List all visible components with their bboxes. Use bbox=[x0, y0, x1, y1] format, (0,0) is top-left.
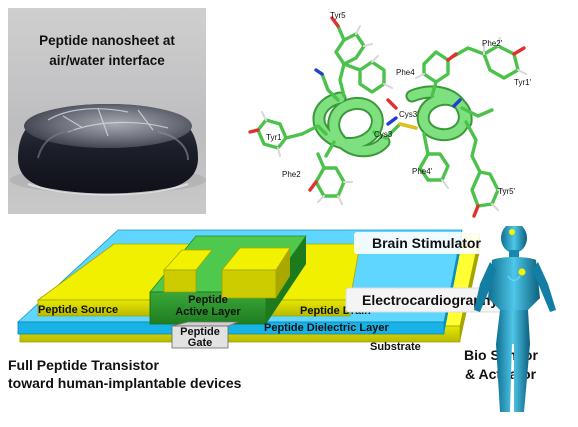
nanosheet-caption-line1: Peptide nanosheet at bbox=[39, 33, 175, 48]
human-figure bbox=[474, 223, 556, 412]
label-active-line2: Active Layer bbox=[175, 306, 241, 318]
label-electrocardiography: Electrocardiography bbox=[362, 292, 498, 308]
label-phe2-prime: Phe2' bbox=[482, 39, 503, 48]
label-tyr5-prime: Tyr5' bbox=[498, 187, 516, 196]
label-substrate: Substrate bbox=[370, 341, 421, 353]
label-dielectric-layer: Peptide Dielectric Layer bbox=[264, 322, 389, 334]
label-gate-line2: Gate bbox=[188, 337, 212, 349]
label-tyr5: Tyr5 bbox=[330, 11, 346, 20]
gate-box bbox=[171, 325, 229, 349]
label-active-line1: Peptide bbox=[188, 294, 228, 306]
label-peptide-source: Peptide Source bbox=[38, 304, 118, 316]
label-brain-stimulator: Brain Stimulator bbox=[372, 235, 481, 251]
label-gate-line1: Peptide bbox=[180, 326, 220, 338]
label-tyr1-prime: Tyr1' bbox=[514, 78, 532, 87]
label-cys3-prime: Cys3' bbox=[399, 110, 419, 119]
label-phe2: Phe2 bbox=[282, 170, 301, 179]
transistor-schematic: Peptide Source Peptide Active Layer Pept… bbox=[8, 223, 556, 412]
transistor-device-diagram: Peptide Source Peptide Active Layer Pept… bbox=[0, 223, 578, 422]
caption-line1: Full Peptide Transistor bbox=[8, 357, 159, 373]
molecule-render: Tyr5 Phe4 Tyr1 Cys3 Phe2 Cys3' Phe2' Tyr… bbox=[248, 11, 532, 218]
nanosheet-droplet-image bbox=[8, 8, 206, 214]
label-phe4-prime: Phe4' bbox=[412, 167, 433, 176]
label-cys3: Cys3 bbox=[374, 130, 393, 139]
label-tyr1: Tyr1 bbox=[266, 133, 282, 142]
label-phe4: Phe4 bbox=[396, 68, 415, 77]
nanosheet-photo: Peptide nanosheet at air/water interface bbox=[8, 8, 206, 214]
nanosheet-caption-line2: air/water interface bbox=[49, 53, 165, 68]
caption-line2: toward human-implantable devices bbox=[8, 375, 242, 391]
nanosheet-caption: Peptide nanosheet at air/water interface bbox=[8, 31, 206, 71]
peptide-molecule-structure: Tyr5 Phe4 Tyr1 Cys3 Phe2 Cys3' Phe2' Tyr… bbox=[228, 4, 574, 226]
